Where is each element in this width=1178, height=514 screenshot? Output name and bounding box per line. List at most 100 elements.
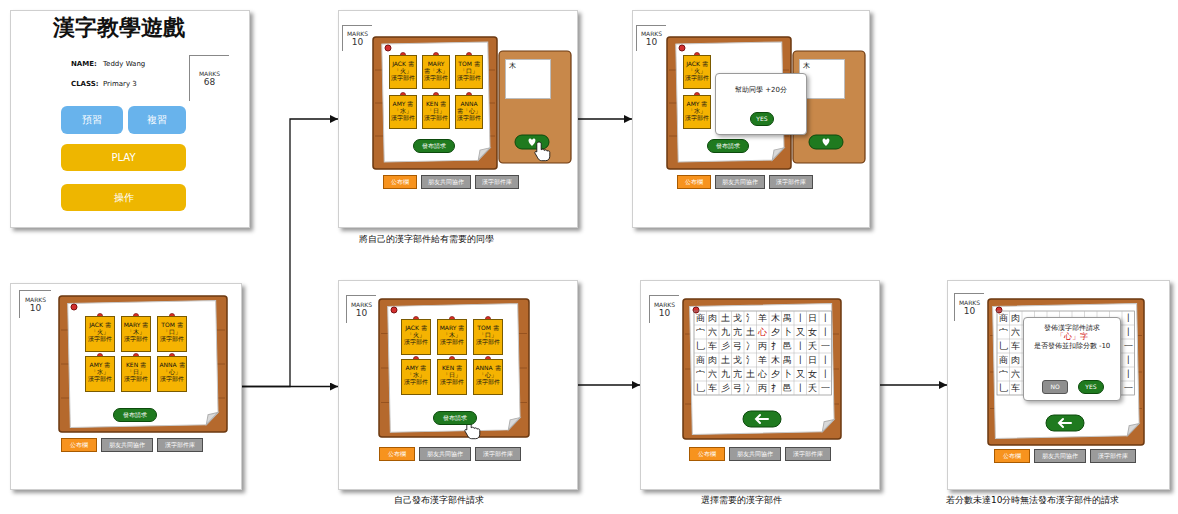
menu-button-text: 複習 — [147, 114, 167, 126]
menu-button-text: PLAY — [111, 152, 135, 164]
tab-button-text: 漢字部件庫 — [1098, 452, 1128, 459]
cancel-button-text: NO — [1050, 383, 1059, 390]
tab-button: 公布欄 — [61, 438, 97, 452]
sticky-note-text: JACK 需「火」 漢字部件 — [403, 325, 429, 346]
request-dialog: 發佈漢字部件請求「心」字是否發佈並扣除分數 -10NOYES — [1023, 317, 1121, 401]
heart-icon — [823, 139, 830, 146]
confirm-button-text: YES — [756, 115, 767, 122]
request-button: 發布請求 — [707, 139, 749, 153]
flow-arrow — [242, 119, 338, 387]
request-dialog-text: 是否發佈並扣除分數 -10 — [1034, 342, 1111, 350]
tab-button-text: 朋友共同協作 — [428, 178, 464, 185]
component-cell: 女 — [807, 367, 820, 381]
sticky-note-text: AMY 需「水」 漢字部件 — [403, 365, 429, 386]
grid-line — [719, 311, 720, 395]
tab-button: 漢字部件庫 — [785, 447, 831, 461]
marks-box: MARKS10 — [346, 295, 376, 323]
tab-button: 漢字部件庫 — [1090, 449, 1136, 463]
tab-button: 朋友共同協作 — [101, 438, 153, 452]
marks-box-text: 10 — [964, 306, 975, 317]
component-cell: 肉 — [1010, 353, 1023, 367]
component-cell: 一 — [819, 339, 832, 353]
request-dialog-text: 「心」字 — [1056, 332, 1088, 342]
component-cell: 丨 — [1122, 311, 1135, 325]
marks-box-text: 68 — [204, 77, 215, 88]
component-cell: 六 — [1010, 367, 1023, 381]
component-cell: 丨 — [819, 367, 832, 381]
grid-line — [744, 311, 745, 395]
component-cell: 夕 — [769, 367, 782, 381]
tab-button-text: 公布欄 — [685, 178, 703, 185]
menu-button: 操作 — [61, 184, 186, 211]
sticky-note-text: JACK 需「火」 漢字部件 — [685, 61, 709, 82]
screen-panel: 漢字教學遊戲NAME:Teddy WangCLASS:Primary 3MARK… — [10, 10, 250, 228]
screen-panel: 若分數未達10分時無法發布漢字部件的請求MARKS10發佈漢字部件請求「心」字是… — [947, 280, 1170, 490]
heart-button — [809, 135, 843, 149]
grid-line — [794, 311, 795, 395]
paper-sheet-body — [388, 304, 521, 433]
component-cell: 乚 — [694, 339, 707, 353]
component-cell: 车 — [707, 339, 720, 353]
score-dialog: 幫助同學 +20分 YES — [715, 73, 807, 135]
step-caption: 若分數未達10分時無法發布漢字部件的請求 — [946, 495, 1119, 506]
tab-button: 朋友共同協作 — [419, 447, 471, 461]
tab-button-text: 朋友共同協作 — [427, 450, 463, 457]
sticky-note: AMY 需「水」 漢字部件 — [389, 95, 417, 129]
flow-arrow — [242, 386, 338, 387]
request-button-text: 發布請求 — [123, 411, 147, 418]
component-cell: 彡 — [719, 381, 732, 395]
marks-box-text: MARKS — [959, 299, 980, 306]
sticky-note: AMY 需「水」 漢字部件 — [683, 95, 711, 129]
component-cell: 戈 — [732, 311, 745, 325]
component-cell: 商 — [997, 311, 1010, 325]
score-dialog-text: 幫助同學 +20分 — [735, 86, 787, 94]
grid-line — [806, 311, 807, 395]
request-button-text: 發布請求 — [716, 142, 740, 149]
paper-pin — [385, 45, 391, 51]
component-cell: 日 — [807, 311, 820, 325]
paper-sheet — [68, 300, 219, 427]
marks-box-text: 10 — [352, 37, 363, 48]
tab-button-text: 公布欄 — [698, 450, 716, 457]
component-cell: 肉 — [707, 311, 720, 325]
screen-panel: 自己發布漢字部件請求MARKS10JACK 需「火」 漢字部件MARY 需「木」… — [338, 280, 578, 490]
component-cell: 土 — [719, 311, 732, 325]
component-cell: 邑 — [782, 381, 795, 395]
component-cell: 宀 — [694, 367, 707, 381]
component-cell: 丨 — [819, 311, 832, 325]
marks-box: MARKS10 — [342, 25, 372, 51]
tab-button-text: 朋友共同協作 — [1042, 452, 1078, 459]
hand-cursor — [535, 142, 550, 161]
marks-box-text: MARKS — [641, 30, 662, 37]
paper-fold — [822, 420, 834, 432]
component-cell: 宀 — [997, 325, 1010, 339]
sticky-note-text: KEN 需「日」 漢字部件 — [424, 101, 448, 122]
grid-line — [731, 311, 732, 395]
paper-sheet-body — [690, 304, 835, 435]
sticky-note: ANNA 需「心」 漢字部件 — [473, 359, 503, 395]
component-cell: 车 — [707, 381, 720, 395]
component-cell: 六 — [707, 367, 720, 381]
sticky-note: ANNA 需「心」 漢字部件 — [157, 356, 187, 392]
back-arrow-icon — [1059, 419, 1071, 427]
sticky-note: JACK 需「火」 漢字部件 — [389, 55, 417, 89]
sticky-note-text: MARY 需「木」 漢字部件 — [424, 61, 448, 82]
heart-icon — [529, 139, 536, 146]
screen-panel: MARKS10JACK 需「火」 漢字部件MARY 需「木」 漢字部件TOM 需… — [10, 283, 242, 490]
sticky-note: MARY 需「木」 漢字部件 — [422, 55, 450, 89]
component-cell: 一 — [1122, 381, 1135, 395]
component-cell: 女 — [807, 325, 820, 339]
tab-button-text: 漢字部件庫 — [482, 178, 512, 185]
component-cell: 商 — [694, 353, 707, 367]
component-cell: 亢 — [732, 367, 745, 381]
tab-button: 朋友共同協作 — [729, 447, 781, 461]
component-cell: 冫 — [744, 339, 757, 353]
request-dialog-text: 發佈漢字部件請求 — [1044, 324, 1100, 332]
component-cell: 夭 — [807, 339, 820, 353]
component-cell: 丨 — [794, 339, 807, 353]
paper-fold — [478, 148, 490, 160]
tab-button: 漢字部件庫 — [157, 438, 203, 452]
component-cell: 一 — [1122, 339, 1135, 353]
marks-box-text: MARKS — [351, 301, 372, 308]
